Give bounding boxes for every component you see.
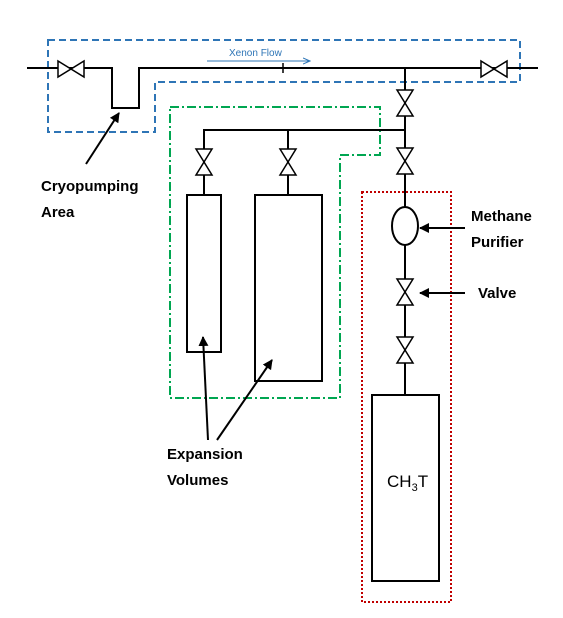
arrow-icon	[85, 112, 120, 165]
arrow-icon	[198, 336, 209, 441]
valve-icon	[395, 278, 415, 306]
valve-icon	[395, 336, 415, 364]
cryopumping-label: Cryopumping Area	[41, 178, 143, 221]
expansion-volume-small	[186, 194, 222, 353]
xenon-line	[27, 67, 538, 109]
expansion-volumes-label: Expansion Volumes	[167, 446, 247, 489]
ch3t-tank	[371, 394, 440, 582]
valve-label: Valve	[478, 285, 516, 302]
purifier-icon	[391, 206, 419, 246]
valve-icon	[395, 147, 415, 175]
tank-label: CH3T	[387, 472, 428, 494]
valve-icon	[278, 148, 298, 176]
expansion-header-line	[203, 129, 405, 195]
expansion-volume-large	[254, 194, 323, 382]
methane-purifier-box	[361, 191, 452, 603]
valve-icon	[194, 148, 214, 176]
expansion-volumes-box	[169, 106, 381, 399]
valve-icon	[480, 59, 508, 79]
cryopumping-area-box	[47, 39, 521, 133]
xenon-flow-label: Xenon Flow	[229, 48, 283, 59]
methane-purifier-label: Methane Purifier	[471, 208, 536, 251]
arrow-icon	[216, 359, 273, 441]
valve-icon	[57, 59, 85, 79]
valve-icon	[395, 89, 415, 117]
